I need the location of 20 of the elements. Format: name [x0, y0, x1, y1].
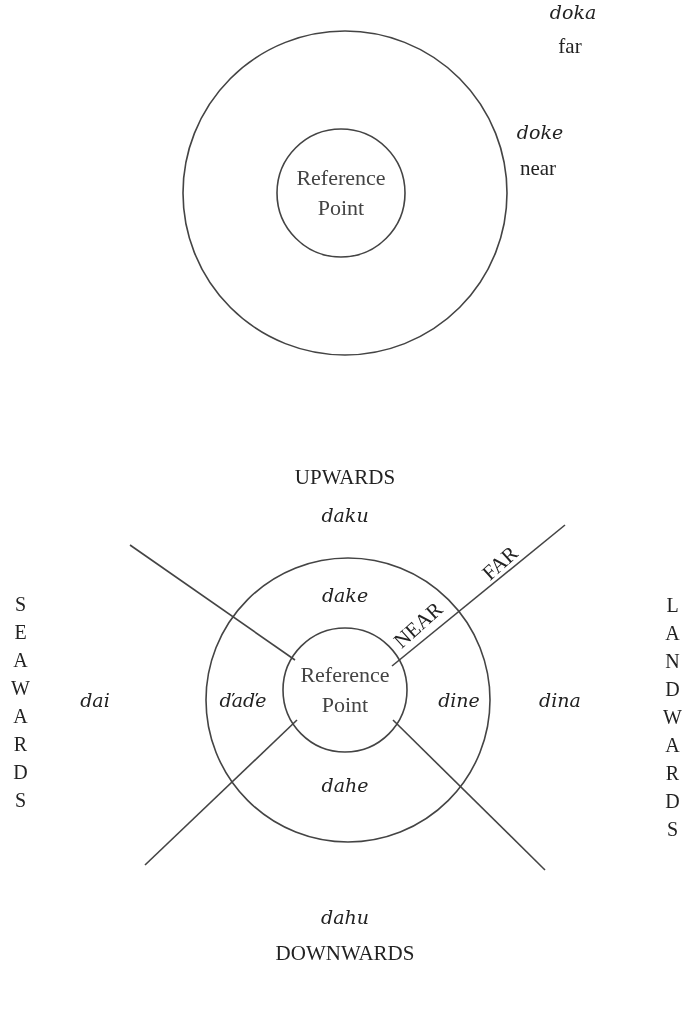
term-label: ďaďe — [219, 689, 267, 711]
term-label: dahe — [321, 774, 369, 796]
term-label: dahu — [321, 906, 369, 928]
term-label: dine — [438, 689, 480, 711]
term-label: near — [519, 155, 557, 181]
outer-circle — [182, 30, 508, 356]
term-label: doka — [549, 1, 597, 23]
term-label: doke — [516, 121, 564, 143]
term-label: daku — [321, 504, 369, 526]
term-label: dai — [80, 689, 110, 711]
term-label: DOWNWARDS — [275, 940, 415, 966]
term-label: dina — [539, 689, 581, 711]
direction-label: SEAWARDS — [8, 593, 32, 817]
node-label: Reference Point — [295, 164, 387, 222]
term-label: far — [558, 33, 582, 59]
term-label: dake — [321, 584, 369, 606]
direction-label: LANDWARDS — [660, 594, 684, 846]
term-label: UPWARDS — [294, 464, 396, 490]
reference-point-circle — [276, 128, 406, 258]
node-label: Reference Point — [299, 661, 391, 719]
